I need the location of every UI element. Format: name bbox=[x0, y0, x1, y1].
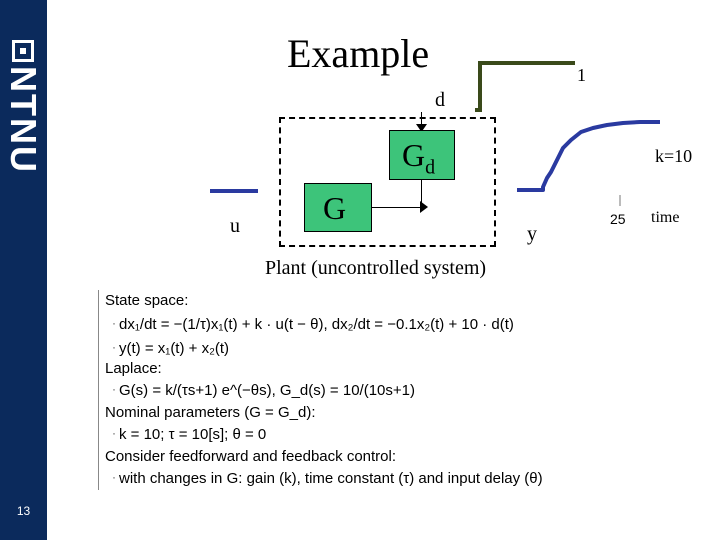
plant-boundary bbox=[279, 117, 496, 247]
slide-title: Example bbox=[287, 31, 430, 76]
gd-output-line bbox=[421, 180, 422, 204]
page-number: 13 bbox=[16, 504, 31, 518]
state-space-heading: State space: bbox=[105, 292, 189, 309]
output-equation: ·y(t) = x₁(t) + x₂(t) bbox=[112, 340, 230, 357]
ntnu-logo-icon bbox=[12, 40, 34, 62]
bullet-icon: · bbox=[112, 382, 116, 396]
consider-heading: Consider feedforward and feedback contro… bbox=[105, 448, 397, 465]
g-output-line bbox=[372, 207, 422, 208]
laplace-equations: ·G(s) = k/(τs+1) e^(−θs), G_d(s) = 10/(1… bbox=[112, 382, 415, 399]
plant-caption: Plant (uncontrolled system) bbox=[265, 257, 487, 279]
gd-block: Gd bbox=[389, 130, 455, 180]
ntnu-logo-text: NTNU bbox=[3, 66, 44, 174]
u-label: u bbox=[230, 215, 240, 237]
k-value-label: k=10 bbox=[655, 146, 693, 166]
d-label: d bbox=[435, 89, 445, 111]
u-input-signal bbox=[210, 189, 258, 193]
changes-item: ·with changes in G: gain (k), time const… bbox=[112, 470, 543, 487]
laplace-heading: Laplace: bbox=[105, 360, 162, 377]
y-label: y bbox=[527, 223, 537, 245]
d-arrow-line bbox=[421, 112, 422, 128]
d-arrow-head bbox=[416, 124, 427, 132]
bullet-icon: · bbox=[112, 340, 116, 354]
time-axis-label: time bbox=[651, 209, 680, 226]
text-divider bbox=[98, 290, 99, 490]
bullet-icon: · bbox=[112, 426, 116, 440]
bullet-icon: · bbox=[112, 470, 116, 484]
nominal-values: ·k = 10; τ = 10[s]; θ = 0 bbox=[112, 426, 267, 443]
tick-25-label: 25 bbox=[610, 211, 626, 227]
step-value-label: 1 bbox=[577, 65, 586, 85]
nominal-heading: Nominal parameters (G = G_d): bbox=[105, 404, 316, 421]
g-block: G bbox=[304, 183, 372, 232]
summing-arrow bbox=[420, 201, 428, 213]
g-label: G bbox=[323, 190, 347, 226]
state-equation-1: ·dx₁/dt = −(1/τ)x₁(t) + k · u(t − θ), dx… bbox=[112, 316, 514, 333]
gd-label: Gd bbox=[402, 137, 436, 179]
disturbance-step-signal bbox=[475, 61, 575, 112]
output-response-curve bbox=[517, 120, 660, 206]
ntnu-sidebar: NTNU 13 bbox=[0, 0, 47, 540]
bullet-icon: · bbox=[112, 316, 116, 330]
